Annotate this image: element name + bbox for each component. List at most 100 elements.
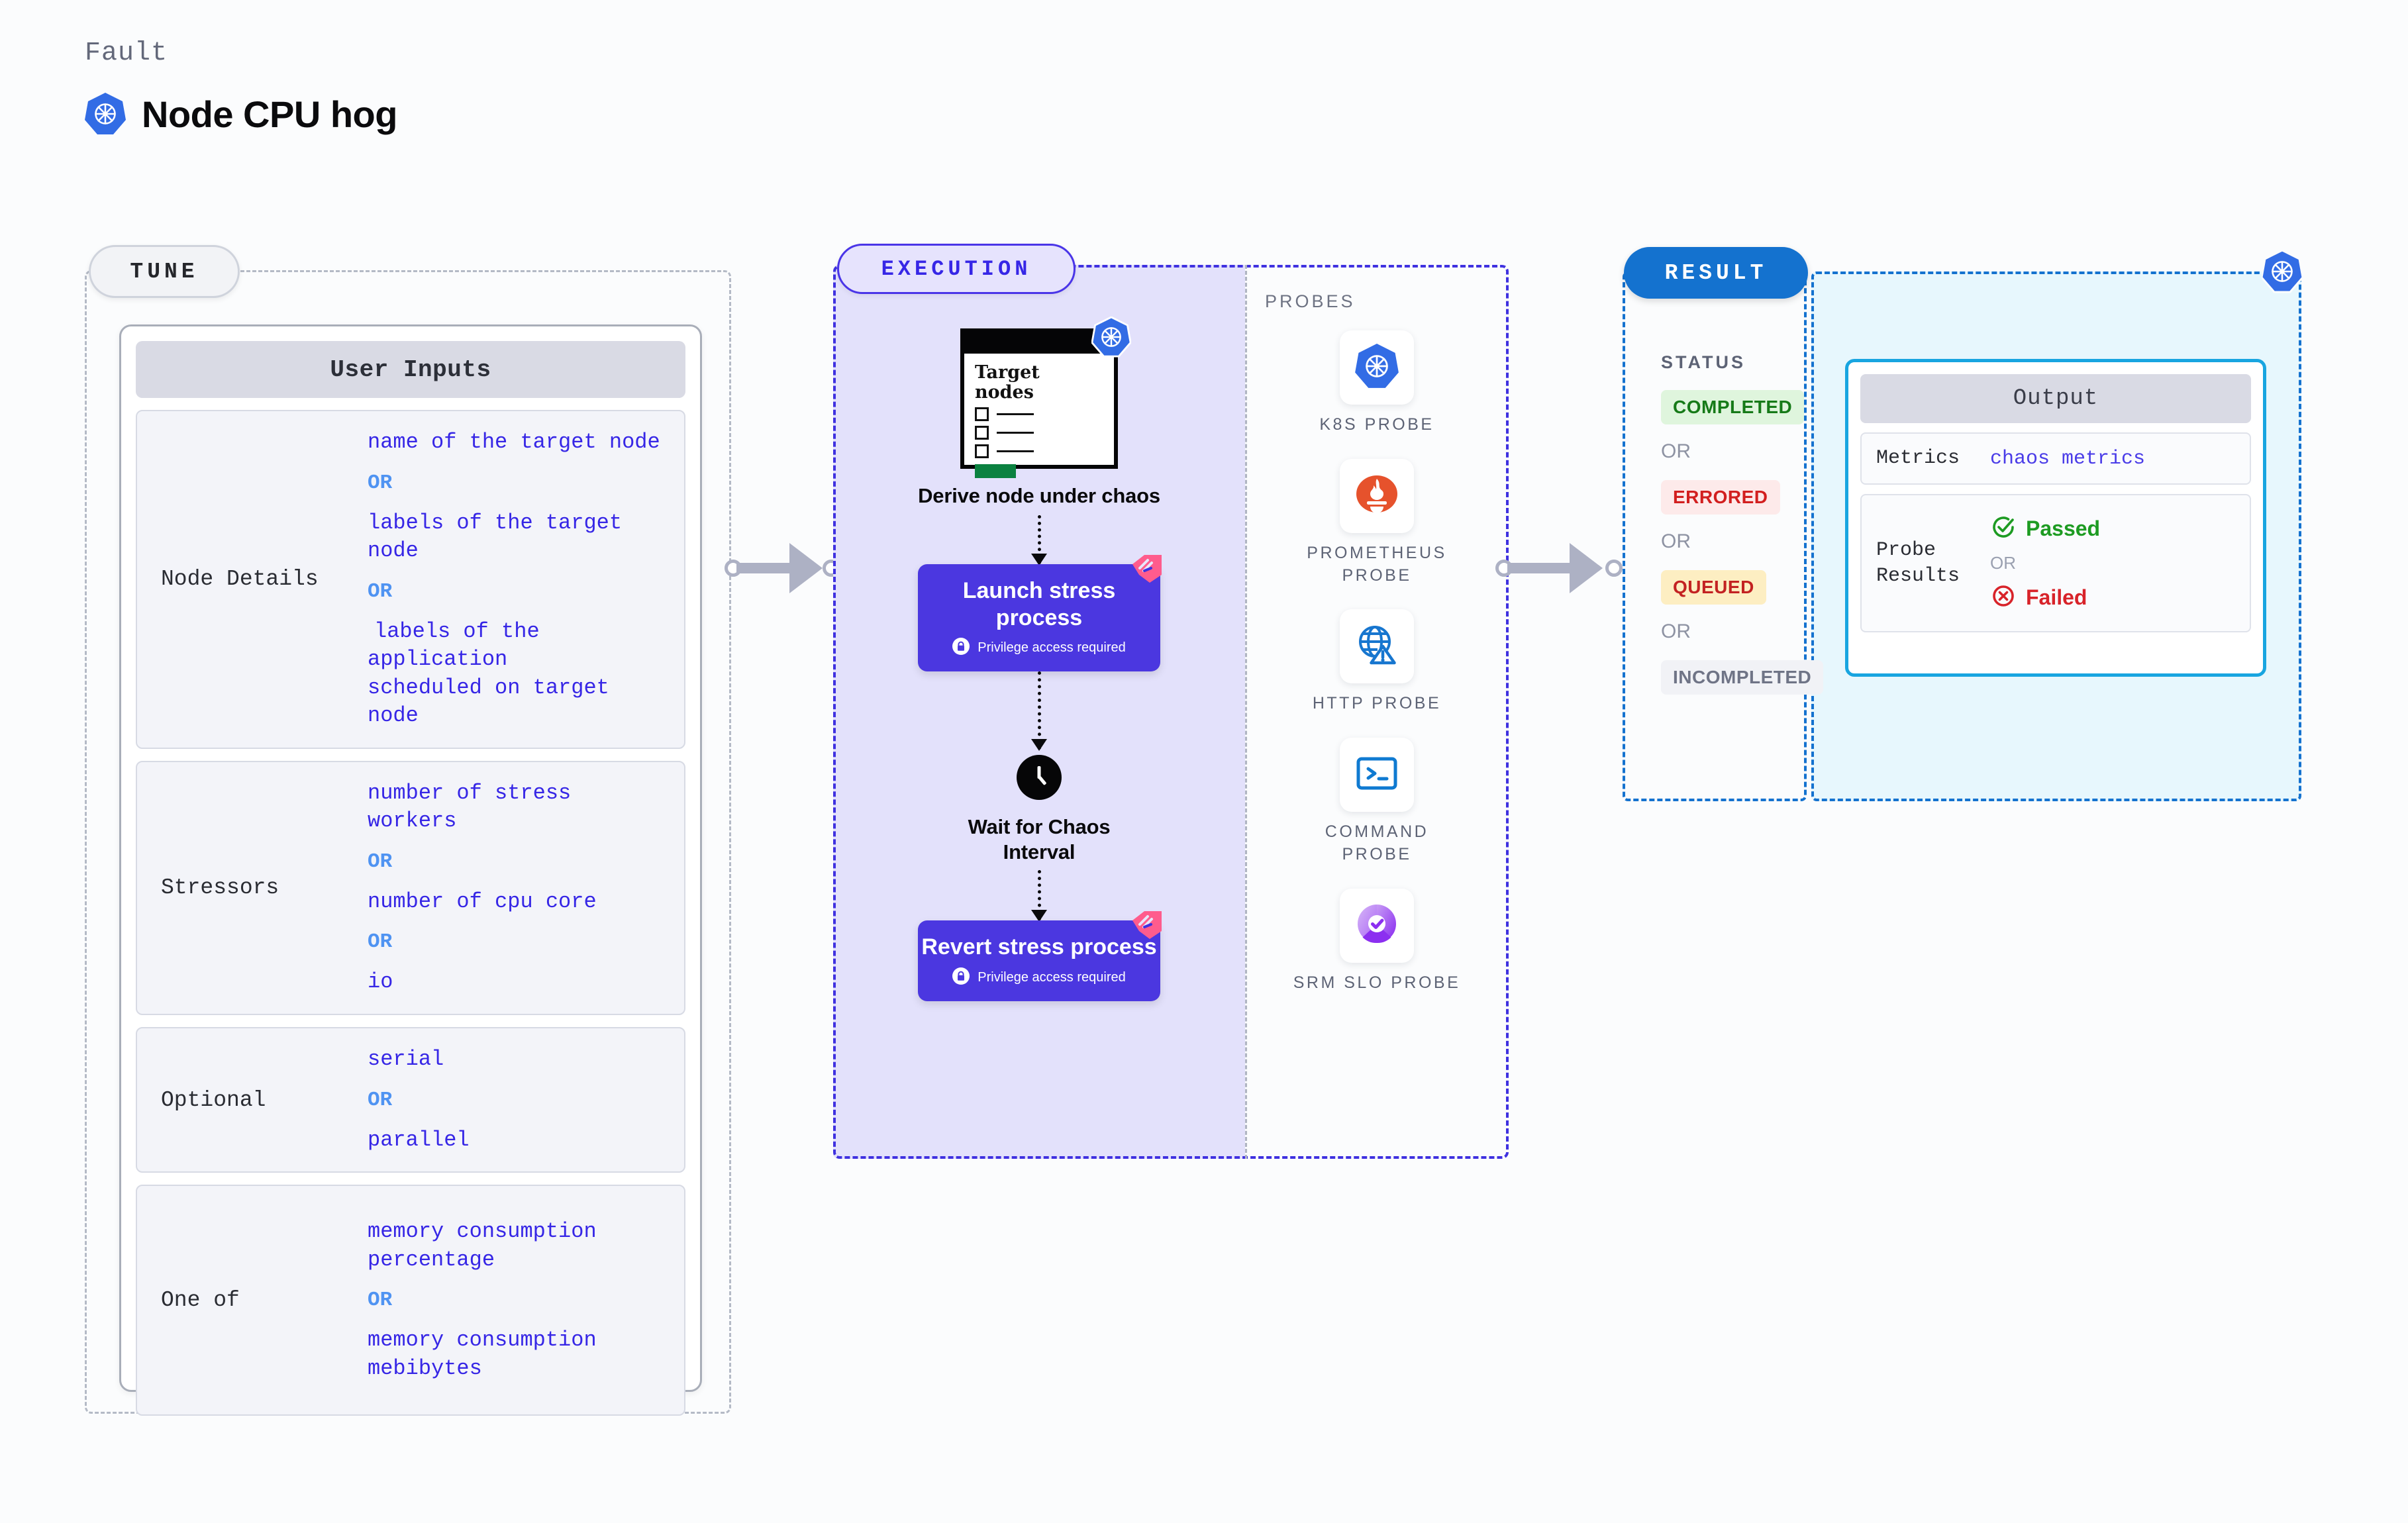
kubernetes-icon: [1355, 343, 1399, 393]
step-caption-derive-node: Derive node under chaos: [918, 484, 1160, 507]
kubernetes-icon: [85, 92, 126, 136]
output-title: Output: [1860, 374, 2251, 423]
kubernetes-icon: [2260, 249, 2304, 297]
probe-result-passed-label: Passed: [2026, 516, 2101, 540]
input-value: serial: [368, 1047, 444, 1072]
input-separator: OR: [368, 930, 393, 954]
input-value: number of cpu core: [368, 889, 597, 914]
probes-column: PROBES K8S PROBE: [1245, 265, 1509, 1159]
target-node-row: [975, 426, 1105, 440]
execution-pill-label: EXECUTION: [837, 244, 1076, 294]
output-row-metrics: Metrics chaos metrics: [1860, 432, 2251, 485]
probe-result-passed: Passed: [1990, 514, 2100, 544]
checkbox-icon: [975, 407, 989, 422]
flow-arrow: [1031, 870, 1047, 922]
process-subtitle: Privilege access required: [978, 640, 1126, 656]
connector-end-dot: [1605, 560, 1623, 577]
probe-label: COMMAND PROBE: [1325, 822, 1429, 863]
probe-tile: [1340, 330, 1414, 405]
input-group-optional: Optional serial OR parallel: [136, 1027, 685, 1173]
output-row-probe-results: Probe Results Passed OR: [1860, 494, 2251, 632]
result-pill-label: RESULT: [1624, 247, 1808, 299]
page-header: Fault Node CPU hog: [85, 38, 397, 136]
status-badge-errored: ERRORED: [1661, 480, 1780, 515]
selected-node-bar: [975, 464, 1016, 479]
fault-label: Fault: [85, 38, 168, 68]
execution-panel: [833, 265, 1509, 1159]
status-title: STATUS: [1661, 352, 1746, 372]
probe-item-prometheus[interactable]: PROMETHEUS PROBE: [1291, 458, 1463, 587]
input-group-stressors: Stressors number of stress workers OR nu…: [136, 760, 685, 1016]
input-value: number of stress workers: [368, 780, 572, 834]
connector-arrowhead: [789, 543, 823, 593]
target-node-row: [975, 407, 1105, 422]
probe-label: SRM SLO PROBE: [1293, 973, 1461, 992]
probe-result-separator: OR: [1990, 553, 2016, 573]
title-row: Node CPU hog: [85, 92, 397, 136]
process-subtitle: Privilege access required: [978, 969, 1126, 985]
input-separator: OR: [368, 579, 393, 603]
connector-execution-to-result: [1495, 543, 1634, 593]
kubernetes-icon: [1091, 316, 1132, 361]
execution-flow: Target nodes Derive node under chaos: [833, 265, 1245, 1159]
probe-result-failed-label: Failed: [2026, 585, 2087, 609]
input-value: labels of the application scheduled on t…: [368, 618, 609, 728]
probe-tile: [1340, 888, 1414, 963]
input-group-one-of: One of memory consumption percentage OR …: [136, 1185, 685, 1416]
connector-arrowhead: [1570, 543, 1603, 593]
x-circle-icon: [1990, 583, 2017, 613]
process-box-launch-stress[interactable]: Launch stress process Privilege access r…: [918, 554, 1162, 672]
process-title: Launch stress process: [962, 577, 1116, 630]
probe-item-k8s[interactable]: K8S PROBE: [1291, 330, 1463, 436]
input-separator: OR: [368, 1289, 393, 1312]
status-separator: OR: [1661, 530, 1691, 552]
process-title: Revert stress process: [921, 934, 1157, 960]
prometheus-icon: [1354, 471, 1400, 520]
input-group-label: Stressors: [161, 875, 279, 901]
probe-item-command[interactable]: COMMAND PROBE: [1291, 738, 1463, 866]
target-nodes-heading: Target nodes: [975, 362, 1040, 403]
check-circle-icon: [1990, 514, 2017, 544]
terminal-icon: [1354, 753, 1400, 797]
probe-item-srm-slo[interactable]: SRM SLO PROBE: [1291, 888, 1463, 995]
probe-label: PROMETHEUS PROBE: [1307, 543, 1447, 585]
clock-icon: [1017, 755, 1062, 801]
placeholder-line: [997, 432, 1034, 434]
harness-icon: [1131, 554, 1162, 586]
input-group-label: Node Details: [161, 567, 319, 592]
status-separator: OR: [1661, 440, 1691, 462]
output-row-label: Probe Results: [1876, 538, 1960, 587]
status-badge-queued: QUEUED: [1661, 570, 1766, 605]
input-group-label: One of: [161, 1288, 240, 1313]
checkbox-icon: [975, 444, 989, 459]
process-box-revert-stress[interactable]: Revert stress process Privilege access r…: [918, 911, 1162, 1001]
globe-warning-icon: [1354, 622, 1400, 671]
harness-icon: [1131, 911, 1162, 942]
tune-pill-label: TUNE: [89, 245, 240, 298]
input-group-node-details: Node Details name of the target node OR …: [136, 410, 685, 749]
user-inputs-card: User Inputs Node Details name of the tar…: [119, 324, 702, 1416]
input-value: memory consumption mebibytes: [368, 1328, 597, 1381]
status-badge-completed: COMPLETED: [1661, 390, 1805, 424]
user-inputs-title: User Inputs: [136, 341, 685, 398]
target-node-row: [975, 444, 1105, 459]
probe-result-failed: Failed: [1990, 583, 2100, 613]
probe-label: K8S PROBE: [1319, 415, 1434, 434]
probes-title: PROBES: [1265, 291, 1356, 311]
probes-divider: [1245, 265, 1247, 1159]
input-separator: OR: [368, 850, 393, 873]
slo-check-icon: [1354, 901, 1400, 950]
lock-icon: [952, 967, 970, 988]
placeholder-line: [997, 413, 1034, 416]
page-title: Node CPU hog: [142, 93, 397, 135]
status-badge-incompleted: INCOMPLETED: [1661, 660, 1824, 695]
output-row-label: Metrics: [1876, 447, 1960, 469]
input-separator: OR: [368, 471, 393, 495]
probe-tile: [1340, 609, 1414, 684]
connector-tune-to-execution: [725, 543, 841, 593]
output-metrics-value: chaos metrics: [1990, 447, 2146, 470]
status-separator: OR: [1661, 620, 1691, 642]
probe-item-http[interactable]: HTTP PROBE: [1291, 609, 1463, 715]
input-group-label: Optional: [161, 1087, 266, 1112]
flow-arrow: [1031, 515, 1047, 565]
